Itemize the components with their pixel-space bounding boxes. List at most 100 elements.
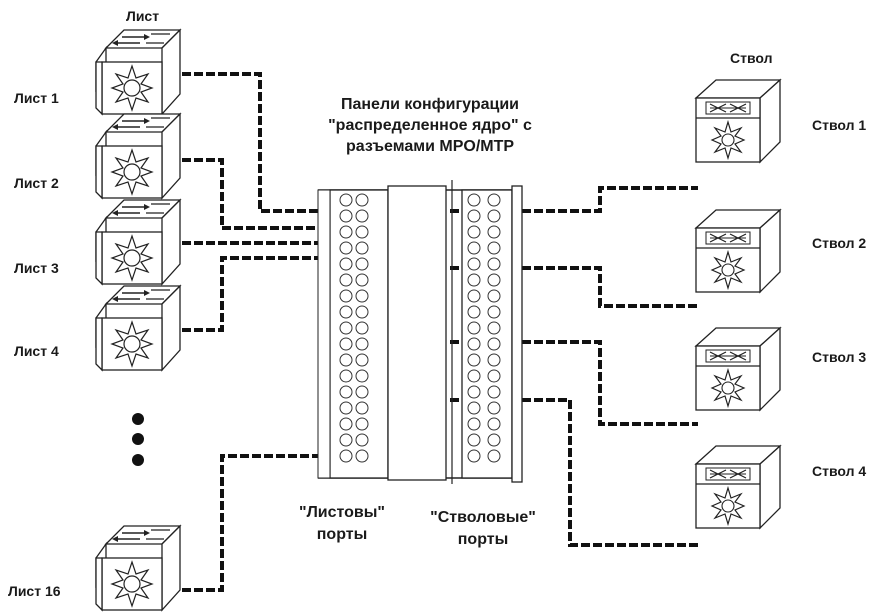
spine-label-3: Ствол 3 (812, 349, 867, 365)
port-circle (355, 385, 369, 399)
port-circle (339, 385, 353, 399)
port-circle (487, 353, 501, 367)
spine-switch-1 (695, 79, 781, 163)
port-circle (487, 369, 501, 383)
spine-ports-label: "Стволовые" порты (408, 507, 558, 551)
port-circle (355, 353, 369, 367)
port-circle (355, 433, 369, 447)
port-circle (487, 257, 501, 271)
port-circle (339, 257, 353, 271)
leaf-label-1: Лист 1 (14, 90, 59, 106)
port-circle (467, 241, 481, 255)
spine-switch-4 (695, 445, 781, 529)
port-circle (355, 209, 369, 223)
port-circle (467, 385, 481, 399)
port-circle (355, 449, 369, 463)
leaf-switch-4 (95, 285, 181, 371)
port-circle (467, 401, 481, 415)
port-circle (467, 369, 481, 383)
port-circle (487, 289, 501, 303)
port-circle (339, 273, 353, 287)
port-circle (339, 433, 353, 447)
leaf-header: Лист (126, 8, 160, 24)
panel-title-line3: разъемами MPO/MTP (345, 138, 515, 155)
port-circle (487, 417, 501, 431)
port-circle (487, 321, 501, 335)
spine-switch-3 (695, 327, 781, 411)
port-circle (487, 193, 501, 207)
port-circle (487, 273, 501, 287)
spine-label-2: Ствол 2 (812, 235, 867, 251)
leaf-switch-1 (95, 29, 181, 115)
panel-title-line1: Панели конфигурации (340, 96, 519, 113)
leaf-switch-3 (95, 199, 181, 285)
port-circle (487, 385, 501, 399)
port-circle (467, 417, 481, 431)
port-circle (487, 433, 501, 447)
port-circle (355, 257, 369, 271)
port-circle (467, 353, 481, 367)
leaf-ports-line2: порты (316, 526, 368, 543)
port-circle (467, 289, 481, 303)
port-circle (355, 401, 369, 415)
port-circle (339, 193, 353, 207)
panel-title-line2: "распределенное ядро" с (328, 117, 532, 134)
ellipsis-dots (132, 413, 144, 466)
leaf-switch-2 (95, 113, 181, 199)
port-circle (355, 321, 369, 335)
leaf-switch-16 (95, 525, 181, 611)
spine-header: Ствол (730, 50, 773, 66)
spine-ports-line1: "Стволовые" (430, 509, 536, 526)
port-circle (487, 225, 501, 239)
port-circle (339, 305, 353, 319)
leaf-label-4: Лист 4 (14, 343, 59, 359)
spine-ports-line2: порты (457, 531, 509, 548)
port-circle (339, 289, 353, 303)
port-circle (467, 433, 481, 447)
port-circle (339, 369, 353, 383)
link-spine2 (450, 266, 698, 308)
port-circle (355, 273, 369, 287)
spine-switch-2 (695, 209, 781, 293)
port-circle (339, 321, 353, 335)
link-spine1 (450, 186, 698, 213)
spine-label-1: Ствол 1 (812, 117, 867, 133)
port-circle (339, 401, 353, 415)
link-leaf4 (182, 256, 390, 332)
port-circle (487, 401, 501, 415)
port-circle (355, 305, 369, 319)
port-circle (339, 209, 353, 223)
port-circle (467, 257, 481, 271)
port-circle (467, 273, 481, 287)
port-circle (339, 225, 353, 239)
patch-panel-rack (317, 180, 523, 484)
leaf-ports-line1: "Листовы" (298, 504, 386, 521)
link-leaf16 (182, 454, 390, 592)
port-circle (339, 241, 353, 255)
leaf-ports-label: "Листовы" порты (282, 502, 402, 546)
port-circle (467, 209, 481, 223)
port-circle (339, 337, 353, 351)
port-circle (467, 305, 481, 319)
port-circle (355, 337, 369, 351)
port-circle (487, 337, 501, 351)
port-circle (355, 369, 369, 383)
port-circle (487, 449, 501, 463)
leaf-label-16: Лист 16 (8, 583, 61, 599)
port-circle (487, 209, 501, 223)
port-circle (339, 449, 353, 463)
link-leaf2 (182, 158, 390, 230)
port-circle (355, 193, 369, 207)
port-circle (487, 241, 501, 255)
port-circle (467, 321, 481, 335)
spine-label-4: Ствол 4 (812, 463, 867, 479)
port-circle (339, 353, 353, 367)
port-circle (339, 417, 353, 431)
port-circle (355, 417, 369, 431)
link-spine3 (450, 340, 698, 426)
port-circle (355, 241, 369, 255)
port-circle (467, 225, 481, 239)
leaf-label-3: Лист 3 (14, 260, 59, 276)
spine-links (450, 186, 698, 547)
